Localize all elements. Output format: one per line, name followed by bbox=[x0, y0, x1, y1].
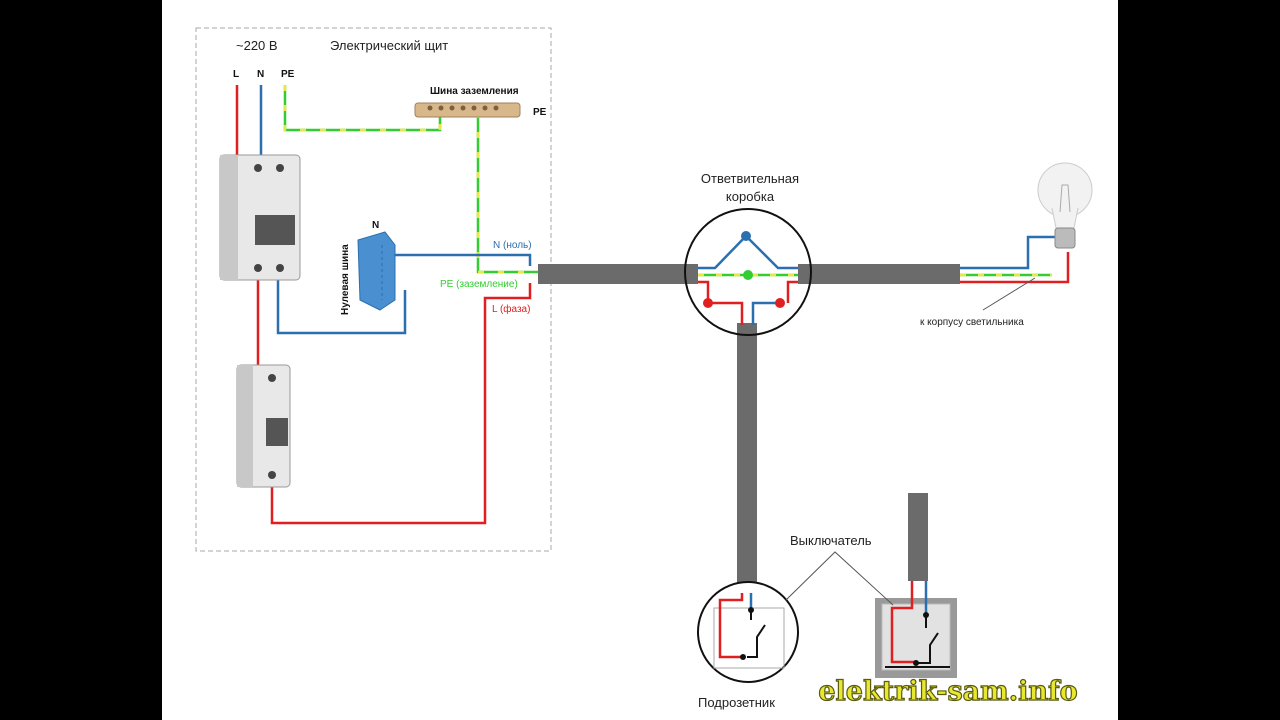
wires bbox=[235, 85, 538, 525]
l-out-label: L (фаза) bbox=[492, 303, 530, 315]
junction-box bbox=[684, 208, 812, 336]
single-breaker bbox=[236, 364, 291, 488]
lamp-wires bbox=[960, 235, 1070, 284]
switch-pointer bbox=[785, 551, 894, 606]
lamp-body-label: к корпусу светильника bbox=[920, 317, 1024, 328]
pe-label: PE bbox=[281, 69, 295, 80]
l-label: L bbox=[233, 69, 239, 80]
wall-switch bbox=[875, 581, 957, 678]
n-label: N bbox=[257, 69, 264, 80]
light-bulb-icon bbox=[1037, 162, 1093, 249]
socket-label: Подрозетник bbox=[698, 695, 775, 710]
watermark: elektrik-sam.info bbox=[818, 676, 1077, 707]
panel-title: Электрический щит bbox=[330, 38, 448, 53]
cables bbox=[538, 264, 960, 593]
diagram-background bbox=[162, 0, 1118, 720]
voltage-label: ~220 В bbox=[236, 38, 278, 53]
socket-box bbox=[697, 581, 799, 683]
pe-out-label: PE (заземление) bbox=[440, 279, 518, 290]
panel-box bbox=[195, 27, 552, 552]
n-out-label: N (ноль) bbox=[493, 240, 532, 251]
switch-label: Выключатель bbox=[790, 533, 872, 548]
ground-bus-pe-label: PE bbox=[533, 107, 547, 118]
neutral-bus-label: Нулевая шина bbox=[340, 244, 351, 315]
junction-box-label-1: Ответвительная bbox=[701, 171, 799, 186]
junction-box-label-2: коробка bbox=[726, 189, 775, 204]
neutral-bus bbox=[357, 231, 396, 311]
ground-bus-screws bbox=[427, 105, 499, 111]
ground-bus-label: Шина заземления bbox=[430, 86, 519, 97]
double-breaker bbox=[219, 154, 301, 281]
lamp-pointer bbox=[982, 277, 1036, 311]
neutral-bus-n-label: N bbox=[372, 220, 379, 231]
